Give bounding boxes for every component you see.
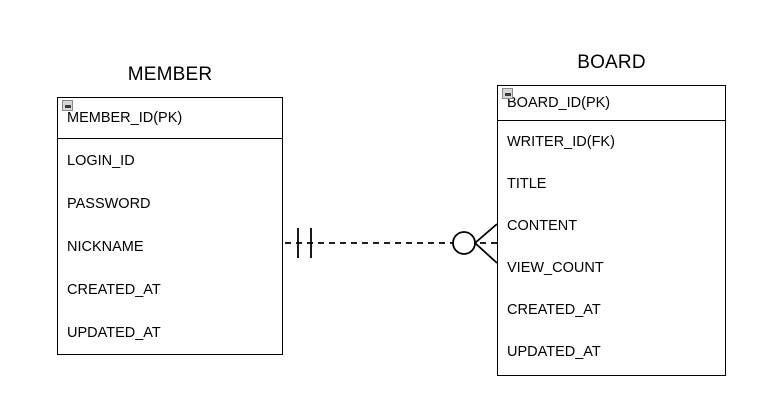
collapse-minus-icon[interactable] [62, 100, 73, 111]
crowsfoot-lower-icon [474, 242, 498, 264]
entity-title-board: BOARD [577, 52, 646, 73]
attribute-row-content[interactable]: CONTENT [498, 205, 725, 247]
attribute-row-board-id[interactable]: BOARD_ID(PK) [498, 86, 725, 121]
attribute-row-created-at[interactable]: CREATED_AT [58, 268, 282, 311]
attribute-label: WRITER_ID(FK) [507, 134, 615, 150]
attribute-row-created-at[interactable]: CREATED_AT [498, 289, 725, 331]
attribute-label: CONTENT [507, 218, 578, 234]
attribute-row-writer-id[interactable]: WRITER_ID(FK) [498, 121, 725, 163]
entity-box-board[interactable]: BOARD_ID(PK) WRITER_ID(FK) TITLE CONTENT… [497, 85, 726, 376]
attribute-row-updated-at[interactable]: UPDATED_AT [498, 331, 725, 373]
entity-title-member: MEMBER [127, 64, 213, 85]
attribute-label: UPDATED_AT [507, 344, 601, 360]
collapse-minus-icon[interactable] [502, 88, 513, 99]
attribute-label: CREATED_AT [67, 281, 161, 298]
attribute-row-view-count[interactable]: VIEW_COUNT [498, 247, 725, 289]
attribute-label: CREATED_AT [507, 302, 601, 318]
attribute-label: PASSWORD [67, 195, 151, 212]
attribute-row-member-id[interactable]: MEMBER_ID(PK) [58, 98, 282, 139]
attribute-row-nickname[interactable]: NICKNAME [58, 225, 282, 268]
attribute-row-login-id[interactable]: LOGIN_ID [58, 139, 282, 182]
entity-box-member[interactable]: MEMBER_ID(PK) LOGIN_ID PASSWORD NICKNAME… [57, 97, 283, 355]
attribute-row-title[interactable]: TITLE [498, 163, 725, 205]
attribute-label: TITLE [507, 176, 547, 192]
attribute-label: MEMBER_ID(PK) [67, 110, 183, 126]
attribute-label: BOARD_ID(PK) [507, 95, 611, 111]
attribute-label: VIEW_COUNT [507, 260, 604, 276]
attribute-label: UPDATED_AT [67, 324, 161, 341]
attribute-row-password[interactable]: PASSWORD [58, 182, 282, 225]
crowsfoot-upper-icon [474, 223, 498, 244]
attribute-row-updated-at[interactable]: UPDATED_AT [58, 311, 282, 354]
cardinality-circle-zero-icon [452, 231, 476, 255]
attribute-label: NICKNAME [67, 238, 144, 255]
attribute-label: LOGIN_ID [67, 152, 135, 169]
